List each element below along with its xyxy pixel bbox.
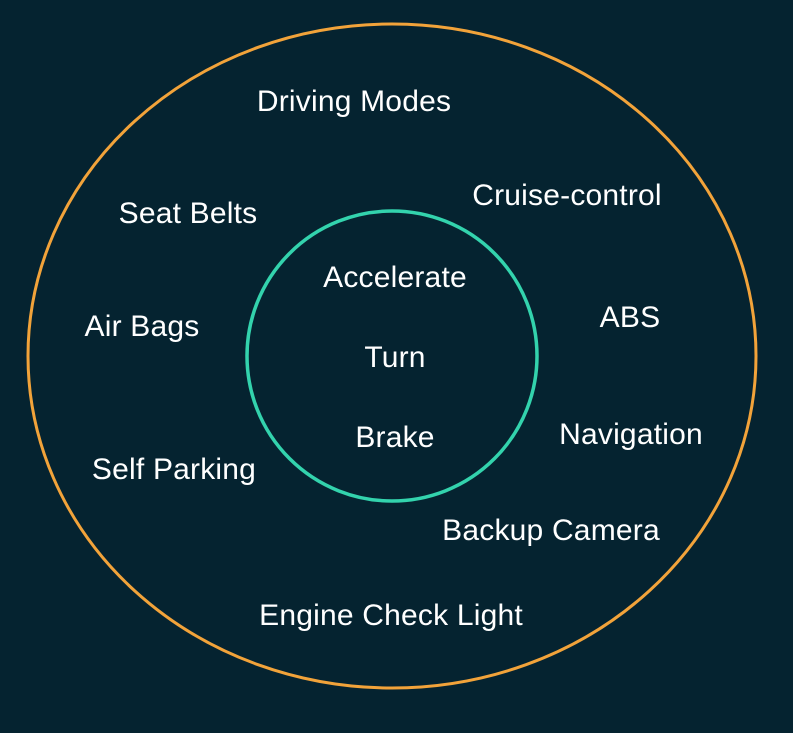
label-accelerate: Accelerate <box>323 261 467 294</box>
label-brake: Brake <box>355 421 435 454</box>
outer-ring <box>26 22 758 690</box>
label-seat-belts: Seat Belts <box>118 197 258 230</box>
label-backup-camera: Backup Camera <box>442 514 660 547</box>
label-self-parking: Self Parking <box>91 453 257 486</box>
label-navigation: Navigation <box>559 418 703 451</box>
label-turn: Turn <box>364 341 426 374</box>
label-cruise-control: Cruise-control <box>472 179 662 212</box>
label-air-bags: Air Bags <box>84 310 200 343</box>
label-driving-modes: Driving Modes <box>256 85 452 118</box>
label-engine-check-light: Engine Check Light <box>259 599 523 632</box>
inner-ring <box>245 209 539 503</box>
label-abs: ABS <box>599 301 661 334</box>
